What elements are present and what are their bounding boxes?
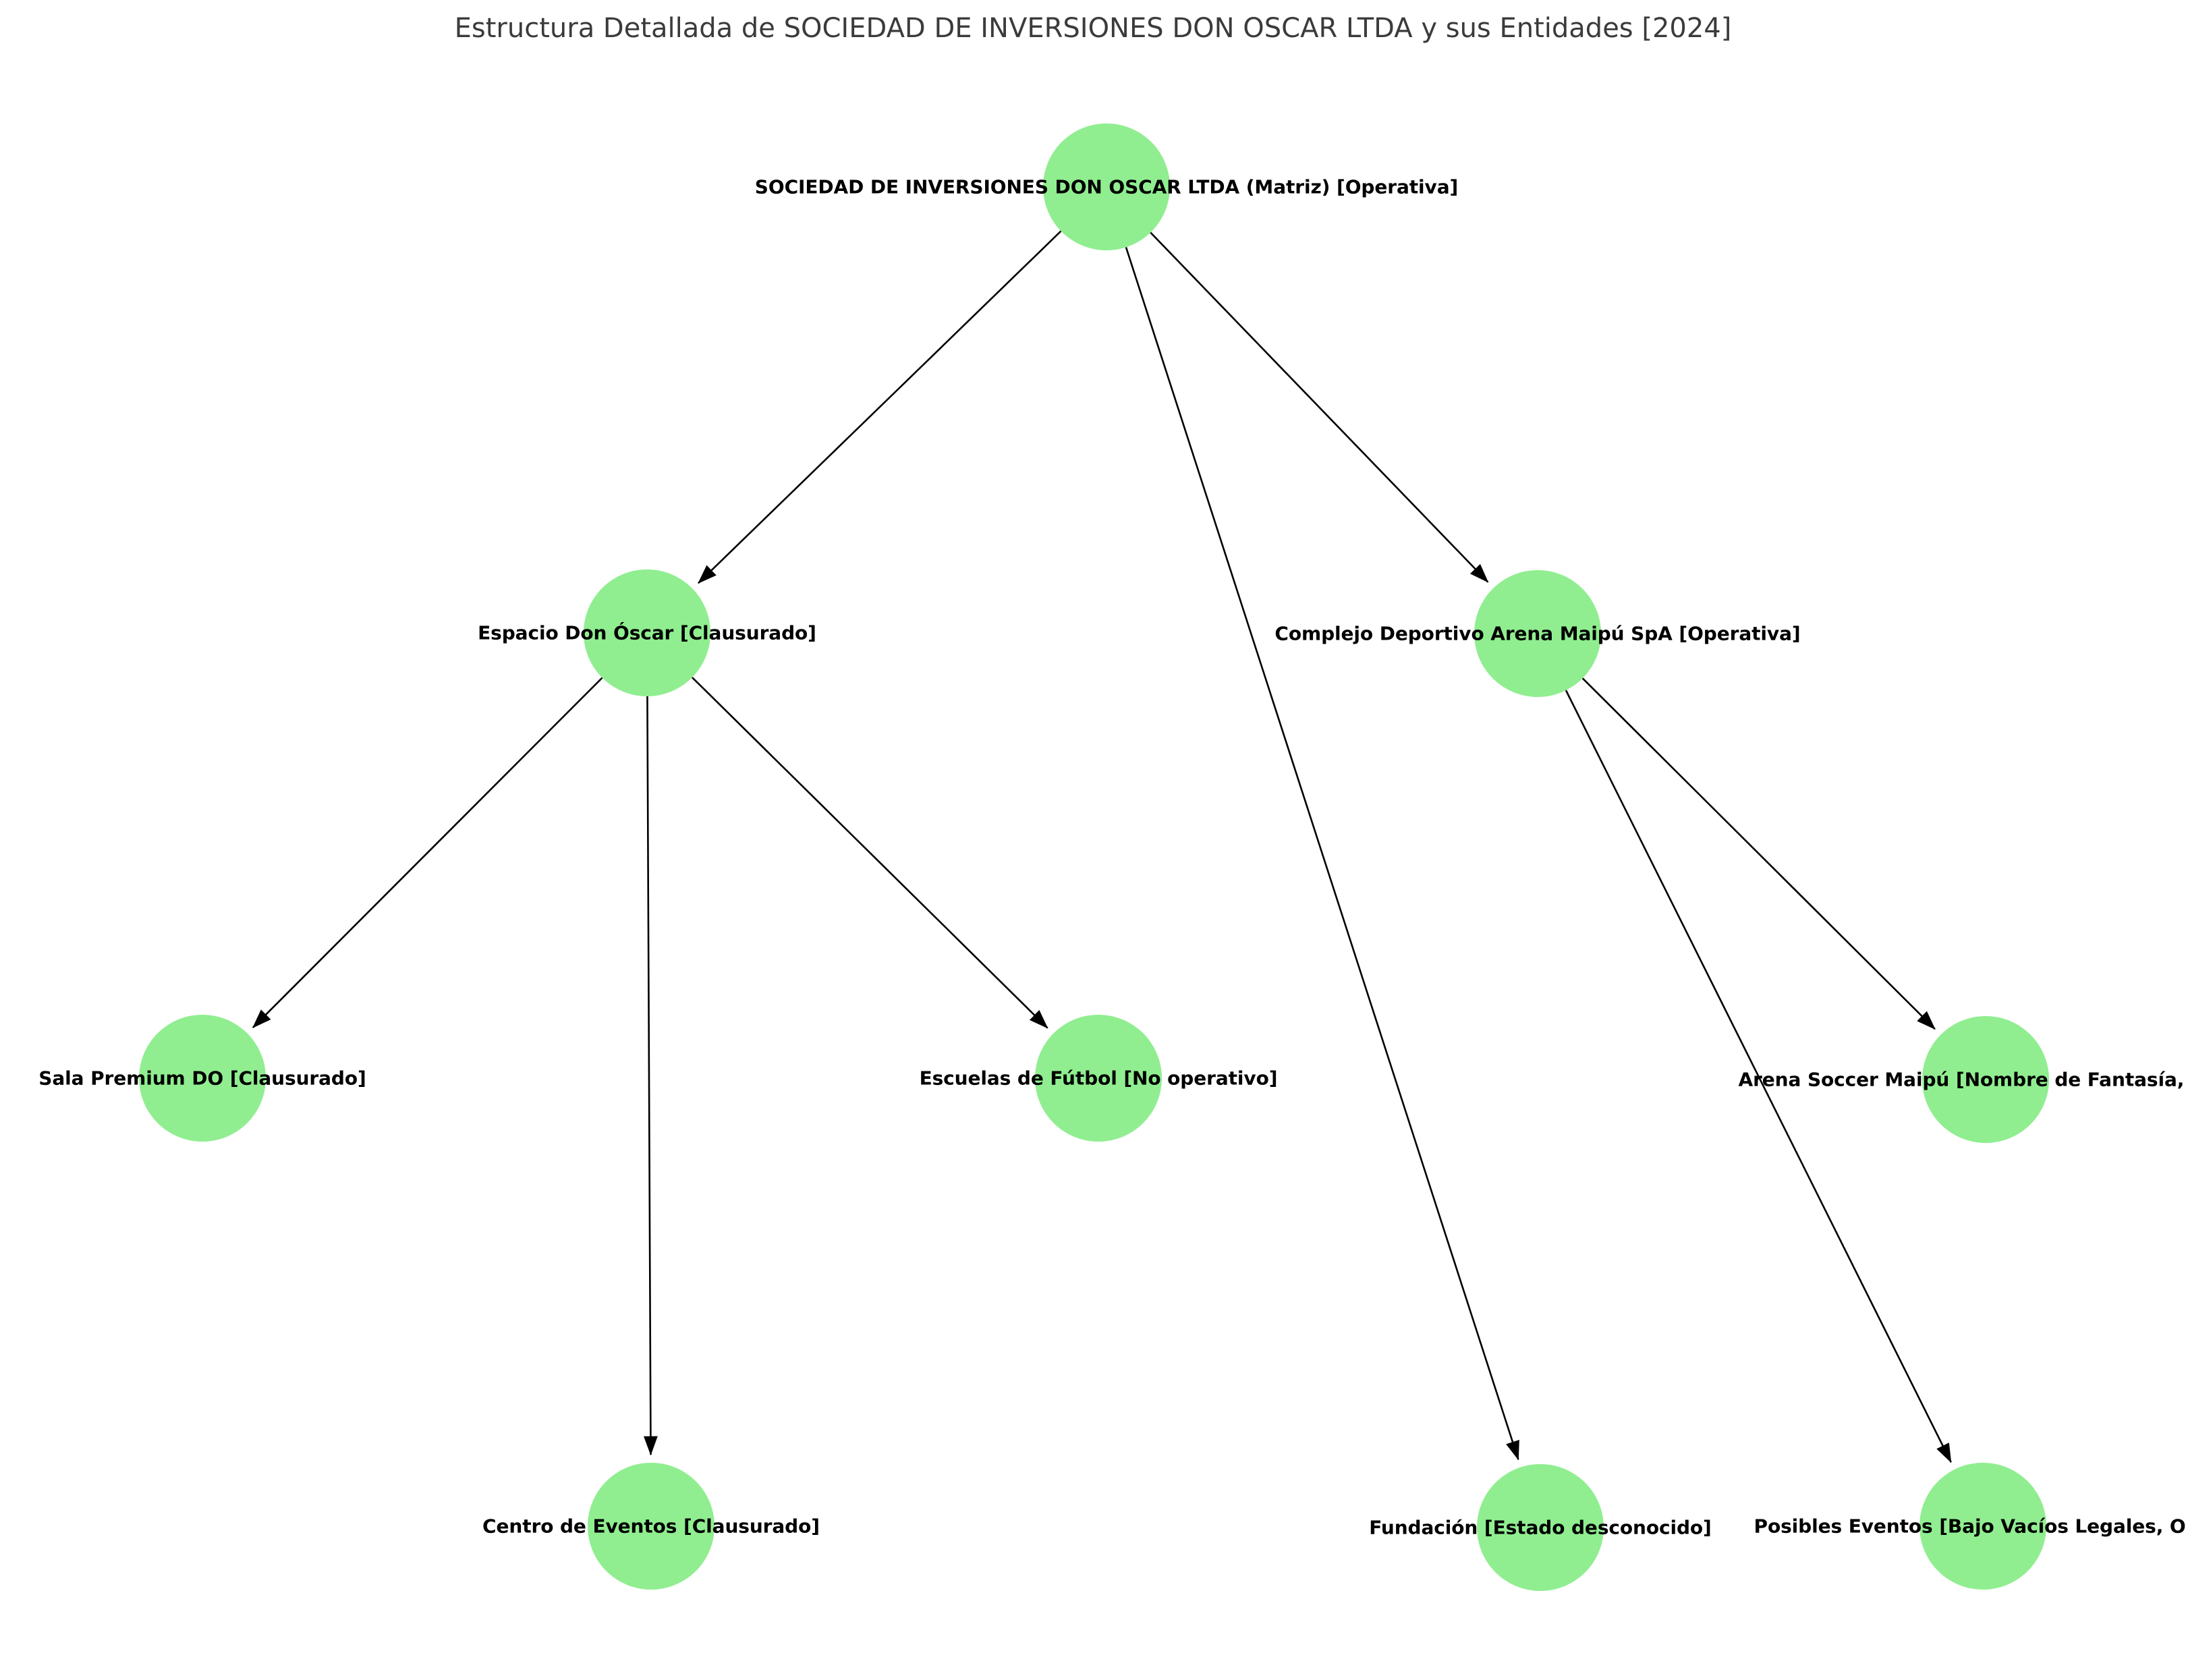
graph-node[interactable]: [1043, 123, 1170, 250]
graph-edge: [1125, 247, 1519, 1461]
graph-node[interactable]: [584, 569, 710, 696]
graph-edge: [252, 677, 603, 1028]
graph-node[interactable]: [588, 1463, 714, 1590]
graph-node[interactable]: [1477, 1464, 1604, 1591]
graph-node[interactable]: [1919, 1463, 2046, 1590]
graph-node[interactable]: [139, 1015, 266, 1142]
graph-edge: [1150, 231, 1489, 583]
graph-edge: [698, 230, 1062, 584]
edges-layer: [252, 230, 1952, 1463]
nodes-layer: [139, 123, 2049, 1591]
graph-edge: [692, 677, 1048, 1029]
graph-edge: [1565, 690, 1952, 1463]
graph-node[interactable]: [1474, 570, 1601, 697]
graph-edge: [643, 696, 658, 1456]
page-title: Estructura Detallada de SOCIEDAD DE INVE…: [454, 13, 1732, 44]
graph-node[interactable]: [1035, 1015, 1162, 1142]
graph-edge: [1581, 677, 1936, 1030]
graph-node[interactable]: [1922, 1016, 2049, 1143]
